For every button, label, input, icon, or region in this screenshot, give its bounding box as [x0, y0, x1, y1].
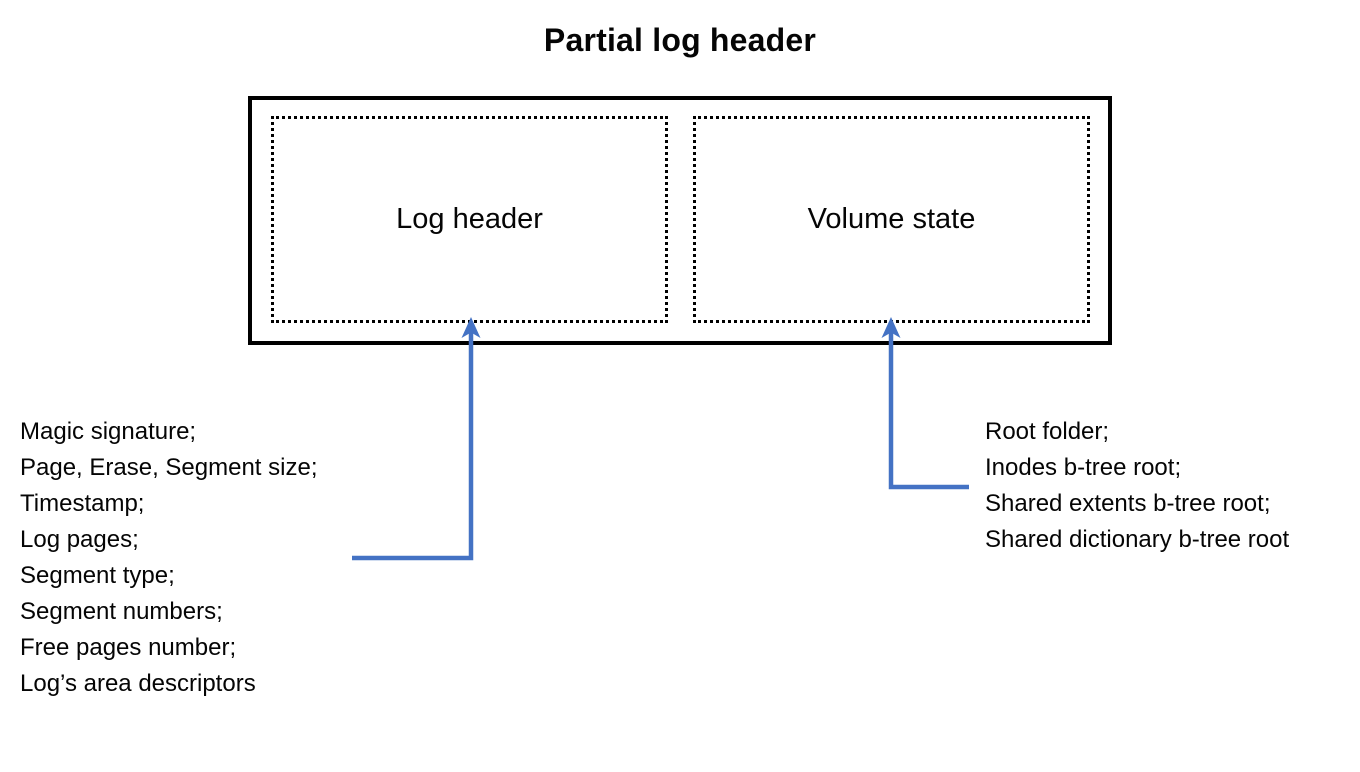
log-header-field-line: Log pages;	[20, 526, 139, 553]
volume-state-field-line: Shared extents b-tree root;	[985, 490, 1271, 517]
volume-state-box: Volume state	[693, 116, 1090, 323]
log-header-box-label: Log header	[396, 203, 543, 235]
log-header-field-line: Segment numbers;	[20, 598, 223, 625]
log-header-box: Log header	[271, 116, 668, 323]
arrow-to-log-header	[352, 317, 481, 561]
log-header-field-line: Free pages number;	[20, 634, 237, 661]
log-header-field-line: Magic signature;	[20, 418, 197, 445]
volume-state-field-line: Shared dictionary b-tree root	[985, 526, 1290, 553]
log-header-field-line: Page, Erase, Segment size;	[20, 454, 318, 481]
log-header-field-line: Timestamp;	[20, 490, 145, 517]
volume-state-box-label: Volume state	[807, 203, 976, 235]
diagram-title: Partial log header	[543, 22, 817, 58]
log-header-fields-list: Magic signature; Page, Erase, Segment siz…	[20, 414, 318, 702]
log-header-field-line: Log’s area descriptors	[20, 670, 256, 697]
log-header-field-line: Segment type;	[20, 562, 175, 589]
volume-state-field-line: Root folder;	[985, 418, 1110, 445]
volume-state-fields-list: Root folder; Inodes b-tree root; Shared ex…	[985, 414, 1289, 558]
volume-state-field-line: Inodes b-tree root;	[985, 454, 1182, 481]
